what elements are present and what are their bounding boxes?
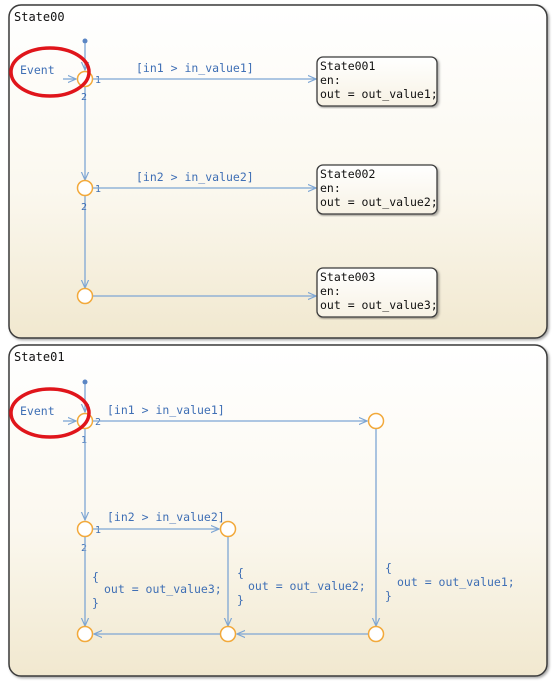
state001-action: out = out_value1; xyxy=(320,87,438,101)
order-down-2: 2 xyxy=(81,202,87,213)
junction-2[interactable] xyxy=(76,179,94,197)
junction-b[interactable] xyxy=(367,412,385,430)
junction-e[interactable] xyxy=(76,625,94,643)
condition-in2: [in2 > in_value2] xyxy=(136,170,254,184)
order-down-c: 2 xyxy=(81,543,87,554)
event-label: Event xyxy=(20,404,55,418)
order-right-c: 1 xyxy=(95,525,101,536)
order-right-2: 1 xyxy=(95,184,101,195)
action3-open: { xyxy=(92,570,99,584)
state00-title: State00 xyxy=(14,10,65,24)
default-transition-dot xyxy=(82,379,88,385)
junction-f[interactable] xyxy=(219,625,237,643)
action1-open: { xyxy=(385,561,392,575)
order-down-a: 1 xyxy=(81,435,87,446)
state00-box[interactable] xyxy=(8,4,548,339)
condition-in1: [in1 > in_value1] xyxy=(107,403,225,417)
junction-d[interactable] xyxy=(219,520,237,538)
action1-body: out = out_value1; xyxy=(397,575,515,589)
state00-chart: State00 Event 1 2 [in1 > in_value1] 1 2 … xyxy=(8,4,548,339)
state002-entry: en: xyxy=(320,181,341,195)
state002-name: State002 xyxy=(320,167,375,181)
state002-action: out = out_value2; xyxy=(320,195,438,209)
default-transition-dot xyxy=(82,38,88,44)
order-down-1: 2 xyxy=(81,92,87,103)
order-right-1: 1 xyxy=(95,75,101,86)
state01-title: State01 xyxy=(14,350,65,364)
state003-action: out = out_value3; xyxy=(320,298,438,312)
state003[interactable]: State003 en: out = out_value3; xyxy=(316,267,438,318)
state01-chart: State01 Event 2 1 [in1 > in_value1] 1 2 … xyxy=(8,344,548,677)
action3-body: out = out_value3; xyxy=(104,582,222,596)
condition-in2: [in2 > in_value2] xyxy=(107,510,225,524)
state003-name: State003 xyxy=(320,270,375,284)
action2-close: } xyxy=(237,593,244,607)
state001-entry: en: xyxy=(320,73,341,87)
event-label: Event xyxy=(20,63,55,77)
action2-body: out = out_value2; xyxy=(248,579,366,593)
order-right-a: 2 xyxy=(95,417,101,428)
state002[interactable]: State002 en: out = out_value2; xyxy=(316,164,438,215)
junction-3[interactable] xyxy=(76,287,94,305)
junction-c[interactable] xyxy=(76,520,94,538)
highlight-ellipse xyxy=(9,46,91,98)
condition-in1: [in1 > in_value1] xyxy=(136,61,254,75)
junction-g[interactable] xyxy=(367,625,385,643)
state001[interactable]: State001 en: out = out_value1; xyxy=(316,56,438,107)
action2-open: { xyxy=(237,566,244,580)
state01-box[interactable] xyxy=(8,344,548,677)
action1-close: } xyxy=(385,589,392,603)
highlight-ellipse xyxy=(9,387,91,439)
action3-close: } xyxy=(92,596,99,610)
state001-name: State001 xyxy=(320,59,375,73)
state003-entry: en: xyxy=(320,284,341,298)
